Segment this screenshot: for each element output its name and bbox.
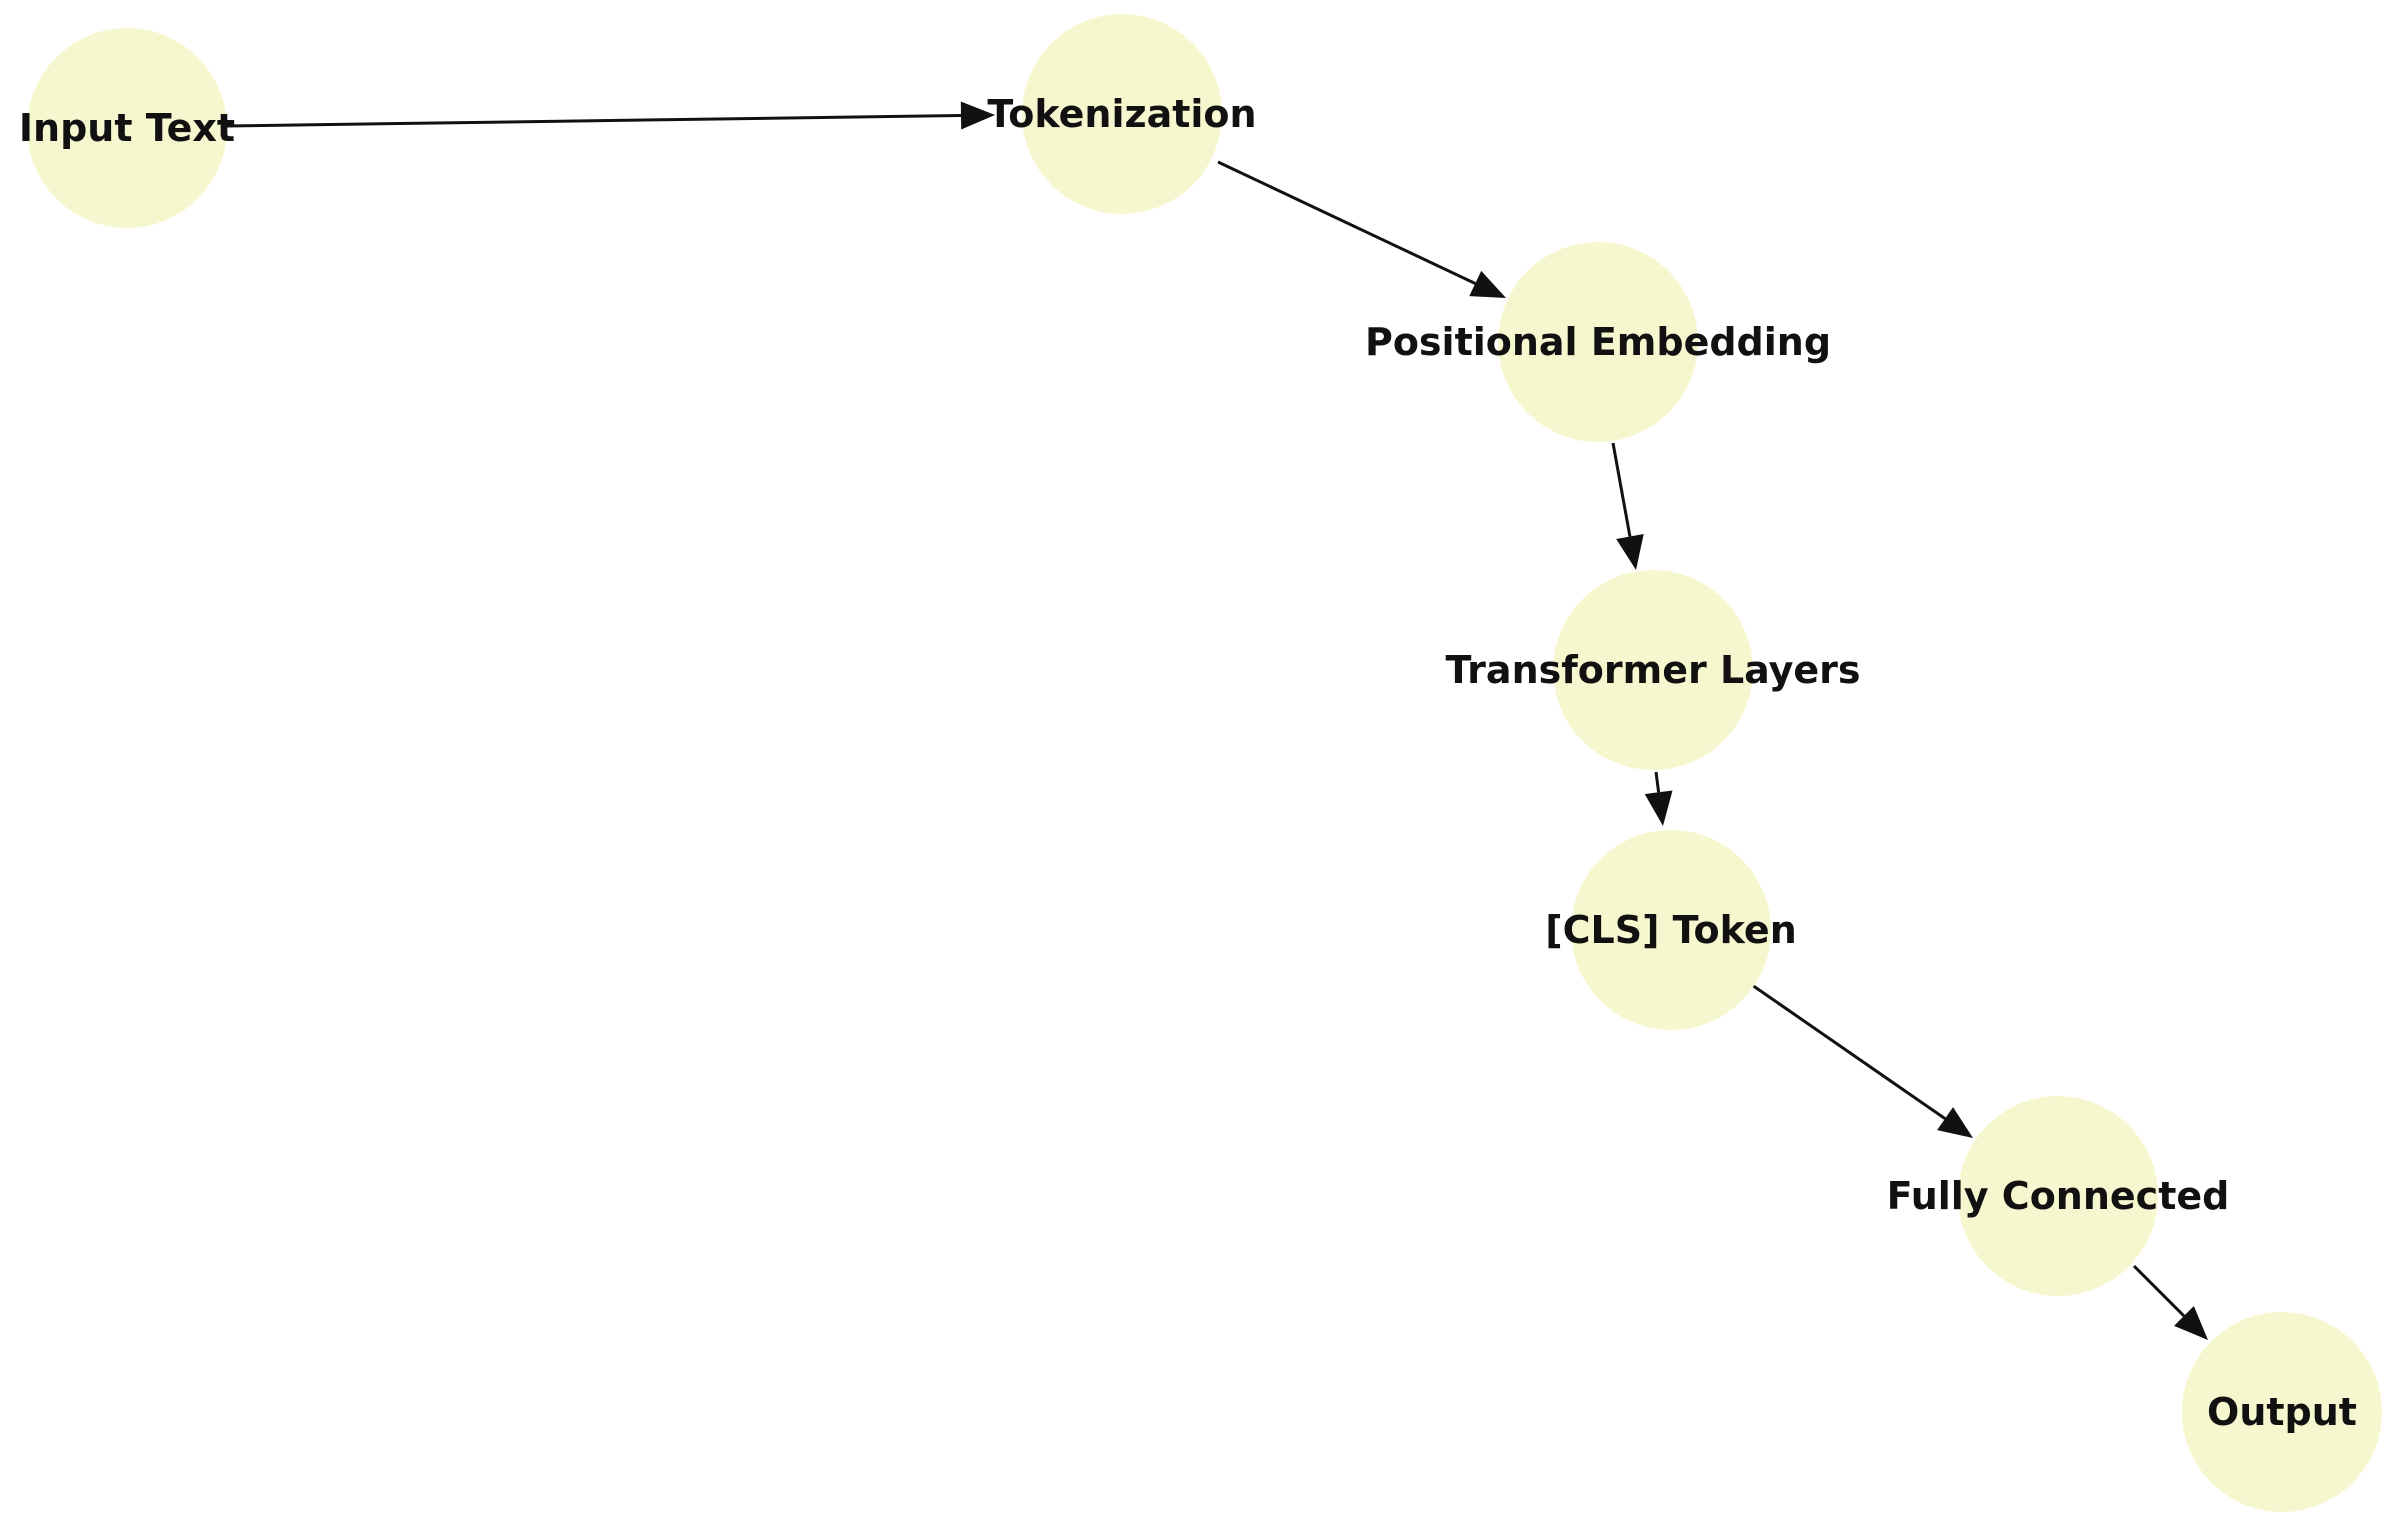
node-label: Positional Embedding — [1365, 320, 1831, 364]
node-circle — [1022, 14, 1222, 214]
node-tokenization: Tokenization — [987, 14, 1257, 214]
edge-fully_connected-to-output — [2132, 1264, 2208, 1340]
edge-line — [2132, 1264, 2186, 1318]
arrowhead — [1616, 534, 1644, 570]
node-label: Input Text — [19, 106, 235, 150]
node-fully-connected: Fully Connected — [1887, 1096, 2230, 1296]
arrowhead — [1937, 1107, 1973, 1138]
edge-input_text-to-tokenization — [225, 101, 995, 130]
edge-line — [1611, 442, 1632, 537]
node-output: Output — [2182, 1312, 2382, 1512]
node-circle — [1571, 830, 1771, 1030]
node-label: Transformer Layers — [1445, 648, 1860, 692]
node-transformer-layers: Transformer Layers — [1445, 570, 1861, 770]
edge-cls_token-to-fully_connected — [1751, 983, 1973, 1138]
arrowhead — [1469, 270, 1506, 298]
edge-transformer_layers-to-cls_token — [1644, 771, 1673, 826]
edge-line — [1654, 771, 1661, 793]
node-circle — [1958, 1096, 2158, 1296]
node-label: [CLS] Token — [1545, 908, 1797, 952]
edge-positional_embedding-to-transformer_layers — [1611, 442, 1644, 570]
arrowhead — [1644, 790, 1673, 826]
node-input-text: Input Text — [19, 28, 235, 228]
node-cls-token: [CLS] Token — [1545, 830, 1797, 1030]
edge-line — [225, 113, 962, 128]
node-circle — [27, 28, 227, 228]
arrowhead — [2174, 1306, 2208, 1340]
arrowhead — [960, 101, 995, 130]
node-circle — [1498, 242, 1698, 442]
node-label: Output — [2207, 1390, 2357, 1434]
node-circle — [1553, 570, 1753, 770]
edges-layer — [225, 101, 2208, 1340]
node-label: Fully Connected — [1887, 1174, 2230, 1218]
node-positional-embedding: Positional Embedding — [1365, 242, 1831, 442]
edge-line — [1217, 160, 1476, 285]
node-label: Tokenization — [987, 92, 1256, 136]
edge-tokenization-to-positional_embedding — [1217, 160, 1506, 298]
node-circle — [2182, 1312, 2382, 1512]
edge-line — [1751, 983, 1946, 1120]
